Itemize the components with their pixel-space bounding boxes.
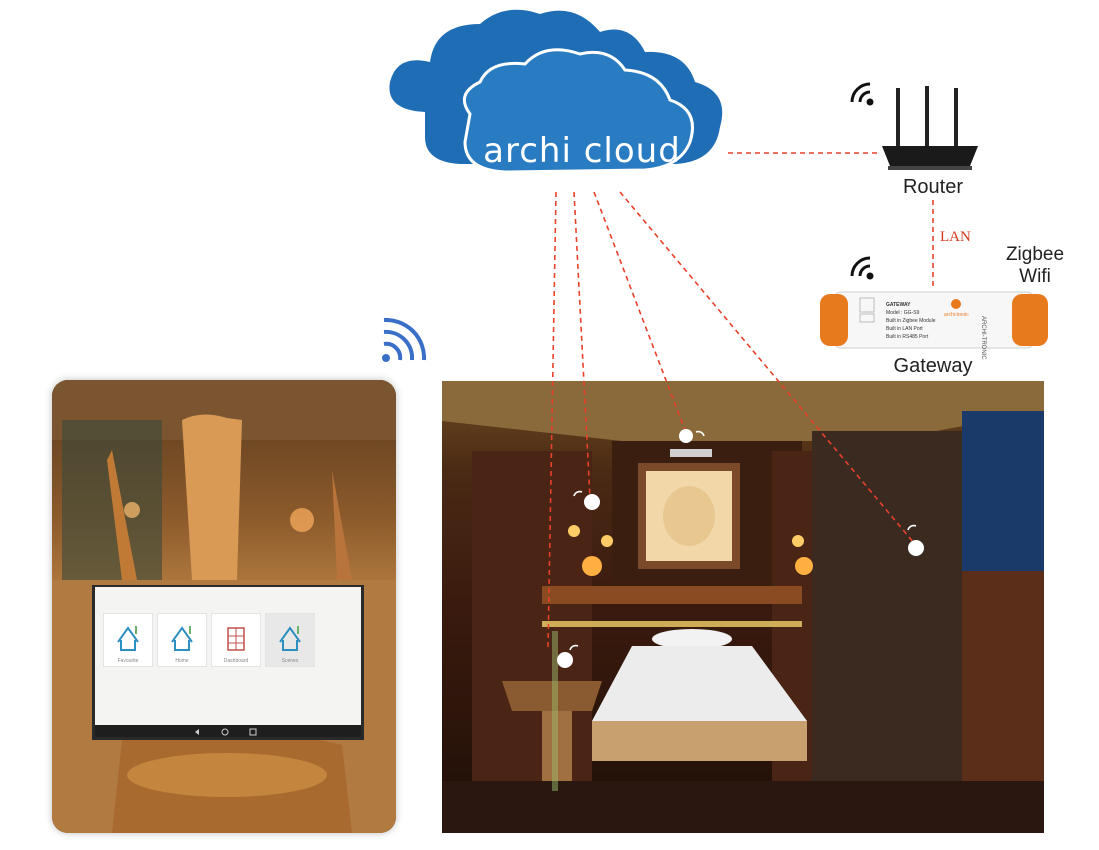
app-tile-label: Home [175,658,189,664]
brand-logo-icon [951,299,961,309]
cloud-icon: archi cloud [389,9,723,174]
building-icon [227,627,245,651]
wifi-icon [695,430,705,437]
wifi-icon [850,256,874,280]
smart-lamp-1 [557,644,579,668]
lan-label: LAN [940,229,971,245]
cloud-lamp-link-4 [619,191,915,544]
app-tile-label: Favourite [117,658,139,664]
cloud-lamp-link-3 [593,191,686,431]
app-tile-scenes[interactable]: Scenes [265,613,315,667]
protocol-zigbee: Zigbee [1005,244,1065,265]
cloud-lamp-link-2 [573,191,591,499]
recents-icon [249,728,257,736]
gateway-feature-zigbee: Built in Zigbee Module [886,318,936,324]
app-tile-dashboard[interactable]: Dashboard [211,613,261,667]
protocol-labels: Zigbee Wifi [1000,244,1070,288]
home-button-icon [221,728,229,736]
router-icon [882,86,978,170]
protocol-wifi: Wifi [1019,266,1051,287]
tablet-wifi-icon [382,318,426,362]
smart-lamp-2 [573,490,600,510]
back-icon [195,729,199,735]
gateway-model: Model : GG-S9 [886,310,920,316]
bedroom-scene-photo [442,381,1044,833]
home-icon [117,626,139,651]
wifi-icon [850,82,874,106]
gateway-feature-rs485: Built in RS485 Port [886,334,929,340]
cloud-label: archi cloud [483,131,681,171]
app-tile-favourite[interactable]: Favourite [103,613,153,667]
android-navbar [95,725,361,737]
app-tile-home[interactable]: Home [157,613,207,667]
tablet-screen[interactable]: Favourite Home Dashboard Scenes [92,585,364,740]
wifi-icon [907,524,917,531]
gateway-device: GATEWAY Model : GG-S9 Built in Zigbee Mo… [820,288,1048,360]
app-tile-label: Scenes [281,658,299,664]
smart-lamp-4 [907,524,924,556]
home-icon [171,626,193,651]
wifi-icon [573,490,583,497]
gateway-device-title: GATEWAY [886,302,911,308]
router-label: Router [902,176,964,198]
app-tile-label: Dashboard [223,658,249,664]
wifi-icon [569,644,579,651]
bedroom-illustration [442,381,1044,833]
gateway-label: Gateway [893,355,973,377]
gateway-feature-lan: Built in LAN Port [886,326,923,332]
smart-lamp-3 [679,429,705,443]
gateway-brand: archi-tronic [944,312,969,318]
cloud-lamp-link-1 [547,191,557,649]
home-icon [279,626,301,651]
